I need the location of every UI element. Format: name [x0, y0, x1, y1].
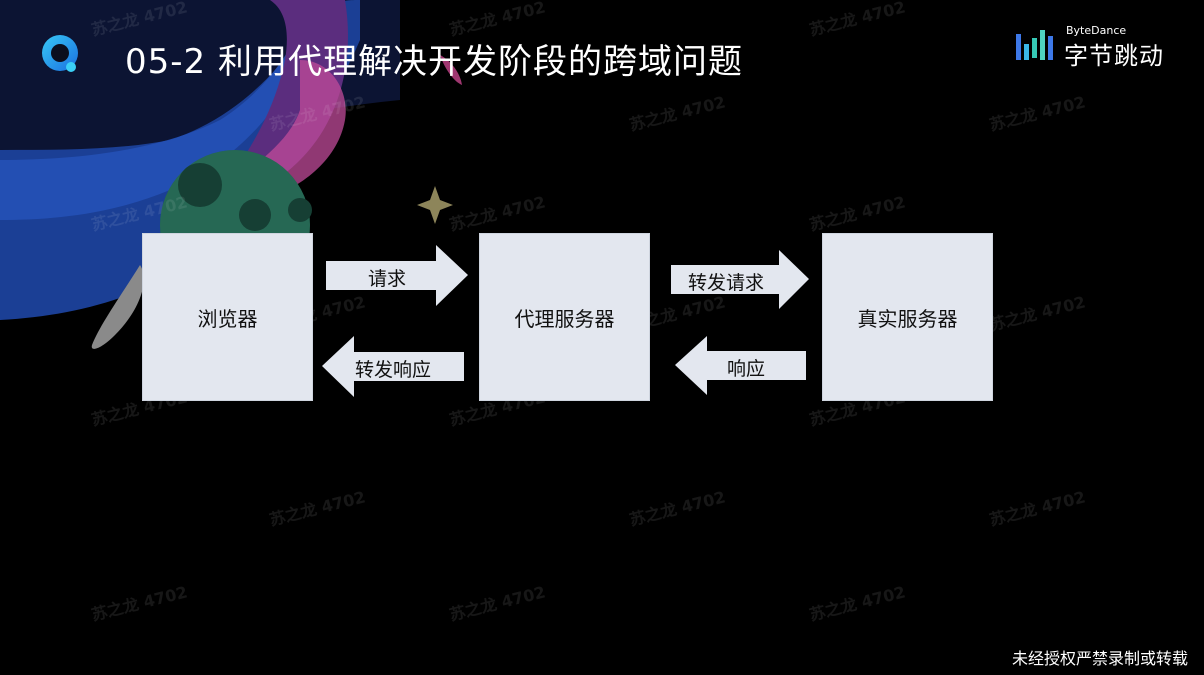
arrow-request: 请求: [326, 245, 468, 306]
proxy-server-node-label: 代理服务器: [514, 306, 615, 331]
arrow-right-shape: [671, 250, 809, 309]
arrow-forward-response-label: 转发响应: [355, 359, 432, 381]
arrow-request-label: 请求: [368, 268, 407, 290]
arrow-left-shape: [322, 336, 464, 397]
arrow-forward-request-label: 转发请求: [688, 272, 765, 294]
real-server-node-label: 真实服务器: [857, 306, 958, 331]
browser-node-label: 浏览器: [197, 306, 258, 331]
arrow-response: 响应: [675, 336, 806, 395]
arrow-left-shape: [675, 336, 806, 395]
copyright-notice: 未经授权严禁录制或转载: [1011, 649, 1188, 668]
proxy-server-node: 代理服务器: [479, 233, 650, 401]
arrow-right-shape: [326, 245, 468, 306]
arrow-response-label: 响应: [727, 358, 766, 380]
brand-name-en: ByteDance: [1066, 24, 1127, 37]
app-logo-icon: [42, 35, 78, 72]
brand-name-cn: 字节跳动: [1064, 42, 1164, 70]
arrow-forward-request: 转发请求: [671, 250, 809, 309]
browser-node: 浏览器: [142, 233, 313, 401]
arrow-forward-response: 转发响应: [322, 336, 464, 397]
bytedance-logo-icon: [1016, 30, 1053, 60]
page-title: 05-2 利用代理解决开发阶段的跨域问题: [125, 42, 743, 82]
real-server-node: 真实服务器: [822, 233, 993, 401]
